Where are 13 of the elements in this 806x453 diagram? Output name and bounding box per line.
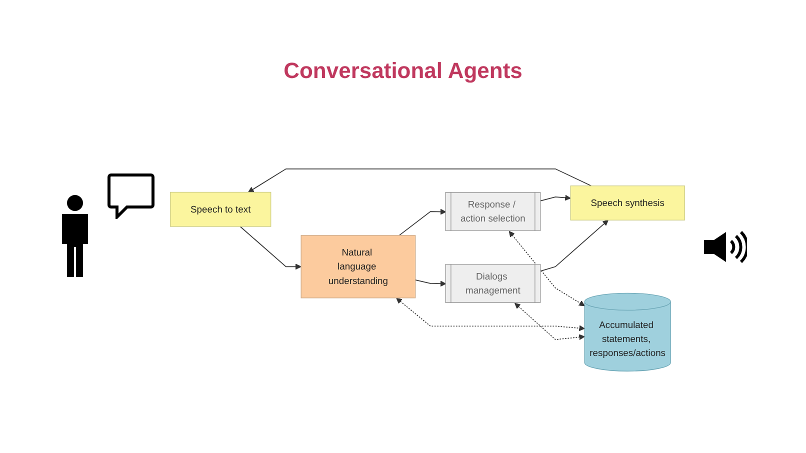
arrow [540,194,571,202]
arrow [508,230,585,306]
arrow [248,168,592,192]
node-box: Speech to text [170,192,272,227]
node-box: Natural language understanding [300,235,416,298]
title: Conversational Agents [282,58,524,84]
arrow [540,220,608,272]
arrow [414,280,446,287]
arrow [514,302,585,340]
arrow [398,208,446,236]
arrow [240,226,302,270]
node-box: Speech synthesis [570,186,685,220]
arrow [396,298,585,332]
